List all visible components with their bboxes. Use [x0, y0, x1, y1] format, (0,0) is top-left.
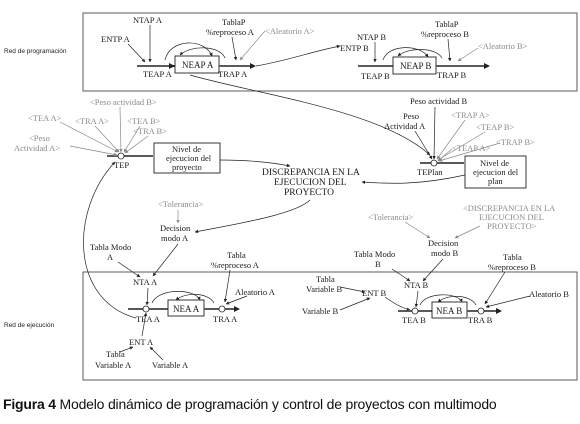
- peso-actividad-b-label: Peso actividad B: [410, 96, 467, 106]
- nivel-plan-line-2: ejecucion del: [473, 167, 519, 177]
- tra-b-label: TRA B: [468, 315, 493, 325]
- tabla-modo-b-line-2: B: [375, 259, 381, 269]
- tablap-b-label-1: TablaP: [435, 19, 459, 29]
- execution-network-frame: [82, 271, 578, 381]
- nea-b-label: NEA B: [436, 306, 462, 316]
- tep-label: TEP: [114, 160, 129, 170]
- tablap-b-label-2: %reproceso B: [421, 29, 469, 39]
- nivel-ejecucion-proyecto-stock: [153, 142, 221, 174]
- teap-a-label: TEAP A: [143, 69, 173, 79]
- teplan-group: Peso actividad B Peso Actividad A <TRAP …: [384, 96, 535, 189]
- nivel-proyecto-line-1: Nivel de: [172, 144, 201, 154]
- discrepancia-line-2: EJECUCION DEL: [274, 178, 347, 188]
- execution-b-group: Tabla Variable B ENT B Variable B Tabla …: [302, 249, 569, 325]
- tablap-a-label-1: TablaP: [222, 17, 246, 27]
- tabla-reproceso-a-line-2: %reproceso A: [211, 260, 260, 270]
- peso-actividad-a-label-1: Peso: [403, 111, 419, 121]
- tolerancia-a-ref: <Tolerancia>: [158, 199, 204, 209]
- tabla-reproceso-b-line-1: Tabla: [503, 252, 522, 262]
- nivel-proyecto-line-3: proyecto: [172, 162, 202, 172]
- peso-actividad-a-label-2: Actividad A: [384, 121, 426, 131]
- decision-modo-b-line-1: Decision: [428, 238, 459, 248]
- figure-caption-prefix: Figura 4: [3, 396, 56, 412]
- tabla-variable-a-line-1: Tabla: [106, 349, 125, 359]
- discrepancia-ref-line-1: <DISCREPANCIA EN LA: [463, 203, 556, 213]
- tra-a-label: TRA A: [213, 314, 238, 324]
- ntap-b-label: NTAP B: [357, 32, 386, 42]
- tabla-modo-a-line-2: A: [107, 252, 114, 262]
- tea-b-ref: <TEA B>: [127, 116, 161, 126]
- nivel-plan-line-1: Nivel de: [480, 158, 509, 168]
- ent-a-label: ENT A: [129, 337, 154, 347]
- decision-modo-a-line-2: modo A: [161, 233, 189, 243]
- programming-network-frame: [82, 12, 578, 92]
- tea-b-label: TEA B: [402, 315, 426, 325]
- programming-b-group: NEAP B NTAP B ENTP B TablaP %reproceso B…: [340, 19, 528, 81]
- teap-b-ref: <TEAP B>: [476, 122, 515, 132]
- discrepancia-line-1: DISCREPANCIA EN LA: [262, 168, 360, 178]
- decision-modo-b-line-2: modo B: [431, 248, 458, 258]
- nivel-proyecto-line-2: ejecucion del: [166, 153, 212, 163]
- nivel-plan-line-3: plan: [488, 176, 503, 186]
- trap-b-ref: <TRAP B>: [496, 137, 535, 147]
- tablap-a-label-2: %reproceso A: [206, 27, 255, 37]
- ent-b-label: ENT B: [362, 288, 386, 298]
- teap-b-label: TEAP B: [361, 71, 390, 81]
- discrepancia-line-3: PROYECTO: [284, 188, 334, 198]
- tep-group: <TEA A> <Peso actividad B> <TRA A> <TEA …: [14, 97, 221, 174]
- tolerancia-b-ref: <Tolerancia>: [368, 212, 414, 222]
- neap-a-label: NEAP A: [182, 60, 214, 70]
- programming-network-label: Red de programación: [4, 48, 67, 55]
- programming-a-group: NEAP A NTAP A ENTP A TablaP %reproceso A…: [101, 15, 341, 79]
- trap-a-label: TRAP A: [218, 69, 248, 79]
- figure-caption: Figura 4 Modelo dinámico de programación…: [3, 396, 497, 412]
- tabla-modo-a-line-1: Tabla Modo: [90, 242, 131, 252]
- tabla-modo-b-line-1: Tabla Modo: [354, 249, 395, 259]
- tabla-variable-a-line-2: Variable A: [95, 360, 132, 370]
- execution-network-label: Red de ejecución: [4, 322, 55, 329]
- trap-b-label: TRAP B: [437, 70, 467, 80]
- trap-a-ref: <TRAP A>: [451, 110, 490, 120]
- tabla-variable-b-line-1: Tabla: [316, 274, 335, 284]
- tra-a-ref: <TRA A>: [75, 116, 109, 126]
- discrepancy-group: DISCREPANCIA EN LA EJECUCION DEL PROYECT…: [158, 159, 556, 258]
- tea-a-label: TEA A: [136, 314, 161, 324]
- aleatorio-b-ref: <Aleatorio B>: [478, 41, 528, 51]
- tea-a-ref: <TEA A>: [28, 113, 62, 123]
- tabla-variable-b-line-2: Variable B: [306, 284, 342, 294]
- entp-a-label: ENTP A: [101, 34, 131, 44]
- peso-actividad-b-ref: <Peso actividad B>: [90, 97, 157, 107]
- variable-a-label: Variable A: [152, 360, 189, 370]
- tra-b-ref: <TRA B>: [133, 126, 167, 136]
- nivel-ejecucion-plan-stock: [464, 155, 527, 189]
- peso-actividad-a-ref-2: Actividad A>: [14, 143, 60, 153]
- decision-modo-a-line-1: Decision: [160, 223, 191, 233]
- teap-a-ref: <TEAP A>: [452, 143, 491, 153]
- figure-caption-text: Modelo dinámico de programación y contro…: [55, 396, 497, 412]
- discrepancia-ref-line-3: PROYECTO>: [487, 221, 537, 231]
- tabla-reproceso-b-line-2: %reproceso B: [488, 262, 536, 272]
- aleatorio-b-label: Aleatorio B: [529, 289, 569, 299]
- nea-a-label: NEA A: [173, 304, 200, 314]
- nta-a-label: NTA A: [133, 277, 158, 287]
- teplan-label: TEPlan: [417, 167, 443, 177]
- discrepancia-ref-line-2: EJECUCION DEL: [479, 212, 544, 222]
- peso-actividad-a-ref-1: <Peso: [29, 133, 50, 143]
- neap-a-stock: [174, 55, 220, 74]
- tabla-reproceso-a-line-1: Tabla: [227, 250, 246, 260]
- neap-b-label: NEAP B: [400, 61, 431, 71]
- variable-b-label: Variable B: [302, 306, 338, 316]
- ntap-a-label: NTAP A: [133, 15, 163, 25]
- entp-b-label: ENTP B: [340, 43, 369, 53]
- nta-b-label: NTA B: [404, 280, 428, 290]
- aleatorio-a-label: Aleatorio A: [235, 287, 276, 297]
- execution-a-group: Tabla Modo A Tabla %reproceso A NTA A Al…: [83, 161, 276, 370]
- aleatorio-a-ref: <Aleatorio A>: [265, 26, 315, 36]
